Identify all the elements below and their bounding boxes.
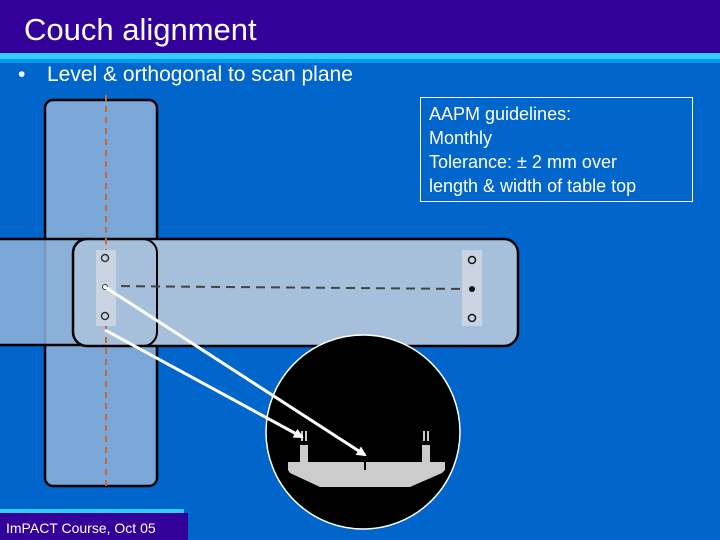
right-cross-marker-post xyxy=(422,445,430,462)
horizontal-couch-top xyxy=(71,237,520,348)
right-marker-top-icon xyxy=(467,255,477,265)
guidelines-frequency: Monthly xyxy=(429,128,493,148)
left-marker-bottom-icon xyxy=(100,311,110,321)
aapm-guidelines-box: AAPM guidelines: Monthly Tolerance: ± 2 … xyxy=(420,97,693,202)
bullet-text: Level & orthogonal to scan plane xyxy=(47,63,353,86)
left-cross-marker-post xyxy=(300,445,308,462)
guidelines-heading: AAPM guidelines: xyxy=(429,104,572,124)
footer-bar xyxy=(0,513,188,540)
couch-overlap-outline xyxy=(72,238,158,347)
right-cross-marker-tick-b xyxy=(427,431,429,441)
couch-cross-section-profile xyxy=(288,470,445,487)
left-marker-top-icon xyxy=(100,253,110,263)
arrow-center-to-section xyxy=(104,285,367,457)
guidelines-tolerance-line1: Tolerance: ± 2 mm over xyxy=(429,152,617,172)
right-cross-marker-tick-a xyxy=(423,431,425,441)
arrow-bottom-to-section xyxy=(104,328,304,439)
slide-title: Couch alignment xyxy=(24,12,257,47)
title-bar xyxy=(0,0,720,53)
bullet-item: • Level & orthogonal to scan plane xyxy=(18,63,353,87)
guidelines-tolerance-line2: length & width of table top xyxy=(429,176,637,196)
horizontal-laser-line xyxy=(105,285,471,290)
footer-text: ImPACT Course, Oct 05 xyxy=(6,520,156,536)
right-marker-center-icon xyxy=(469,286,475,292)
footer-accent-stripe xyxy=(0,509,184,513)
bullet-marker: • xyxy=(18,63,26,86)
right-marker-bottom-icon xyxy=(467,313,477,323)
couch-left-rail xyxy=(288,462,364,470)
couch-right-rail xyxy=(366,462,445,470)
title-accent-stripe-secondary xyxy=(0,59,720,63)
left-cross-marker-tick-b xyxy=(305,431,307,441)
title-accent-stripe xyxy=(0,53,720,59)
